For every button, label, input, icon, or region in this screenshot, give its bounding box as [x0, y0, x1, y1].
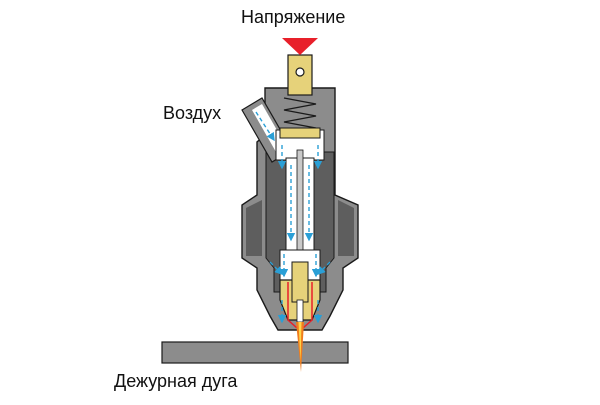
- pilot-arc-label: Дежурная дуга: [114, 371, 238, 391]
- electrode-rod: [296, 149, 304, 259]
- air-flow-arrows: [255, 111, 331, 324]
- workpiece: [161, 341, 349, 364]
- nozzle-orifice: [296, 299, 304, 323]
- torch-side-dark-left: [246, 200, 262, 256]
- terminal-hole: [295, 67, 305, 77]
- torch-side-dark-right: [338, 200, 354, 256]
- electrode-tip: [291, 261, 309, 303]
- voltage-label: Напряжение: [241, 7, 346, 27]
- air-label: Воздух: [163, 103, 222, 123]
- voltage-marker-icon: [282, 38, 318, 55]
- spring: [283, 97, 317, 129]
- arc-current-path: [287, 282, 313, 329]
- spring-base: [279, 127, 321, 139]
- pilot-arc-core: [298, 322, 302, 362]
